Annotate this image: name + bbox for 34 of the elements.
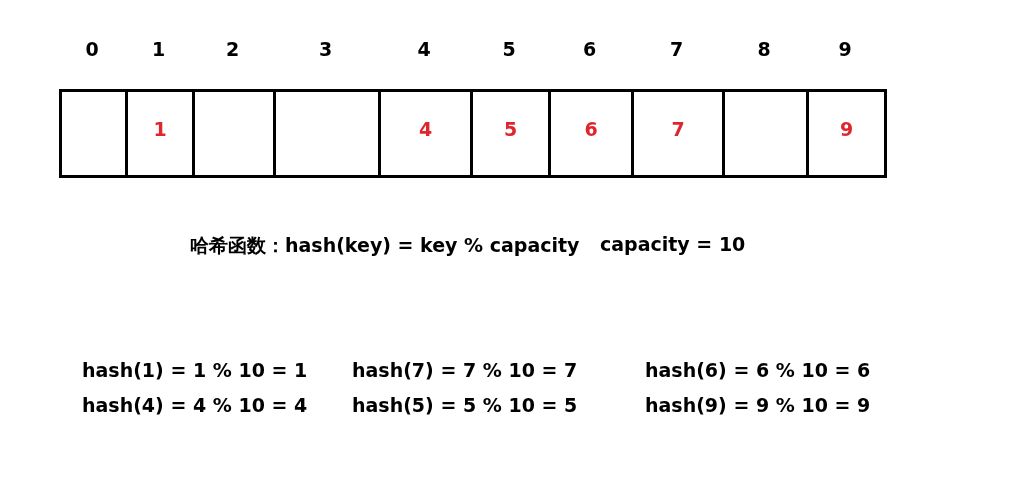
array-cell <box>722 89 809 178</box>
hash-calculation: hash(6) = 6 % 10 = 6 <box>645 359 871 381</box>
array-cell <box>548 89 634 178</box>
array-cell <box>59 89 128 178</box>
cell-value: 6 <box>583 118 599 140</box>
index-number: 5 <box>501 38 517 60</box>
index-number: 8 <box>756 38 772 60</box>
cell-value: 9 <box>838 118 855 140</box>
formula-text: capacity = 10 <box>600 233 746 255</box>
index-number: 0 <box>84 38 100 60</box>
index-number: 3 <box>317 38 334 60</box>
index-number: 6 <box>581 38 598 60</box>
hash-calculation: hash(5) = 5 % 10 = 5 <box>352 394 578 416</box>
index-number: 2 <box>224 38 241 60</box>
cell-value: 1 <box>152 118 168 140</box>
array-cell <box>631 89 725 178</box>
array-cell <box>125 89 195 178</box>
index-number: 7 <box>668 38 685 60</box>
array-cell <box>273 89 381 178</box>
array-cell <box>470 89 551 178</box>
index-number: 1 <box>150 38 167 60</box>
cell-value: 5 <box>502 118 519 140</box>
hash-calculation: hash(7) = 7 % 10 = 7 <box>352 359 578 381</box>
hash-calculation: hash(1) = 1 % 10 = 1 <box>82 359 308 381</box>
array-cell <box>192 89 276 178</box>
array-cell <box>378 89 473 178</box>
hash-calculation: hash(9) = 9 % 10 = 9 <box>645 394 871 416</box>
hash-calculation: hash(4) = 4 % 10 = 4 <box>82 394 308 416</box>
cell-value: 7 <box>670 118 686 140</box>
formula-text: 哈希函数：hash(key) = key % capacity <box>190 233 580 258</box>
index-number: 9 <box>837 38 853 60</box>
index-number: 4 <box>416 38 432 60</box>
array-cell <box>806 89 887 178</box>
cell-value: 4 <box>417 118 434 140</box>
